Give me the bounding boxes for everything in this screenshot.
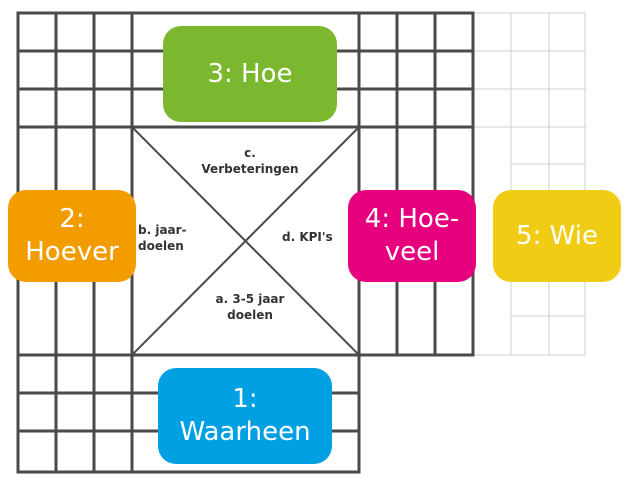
hoe-box: 3: Hoe (163, 26, 337, 122)
center-cross (130, 125, 361, 357)
label-kpis: d. KPI's (282, 230, 333, 244)
waarheen-box: 1: Waarheen (158, 368, 332, 464)
cross-line (130, 125, 361, 357)
label-verbeteringen: c. Verbeteringen (201, 146, 299, 176)
wie-box: 5: Wie (493, 190, 621, 282)
hoever-box: 2: Hoever (8, 190, 136, 282)
hoeveel-box: 4: Hoe- veel (348, 190, 476, 282)
label-jaardoelen: b. jaar- doelen (138, 223, 187, 253)
label-3-5-jaar-doelen: a. 3-5 jaar doelen (215, 292, 285, 322)
light-grid-lines (472, 12, 586, 356)
